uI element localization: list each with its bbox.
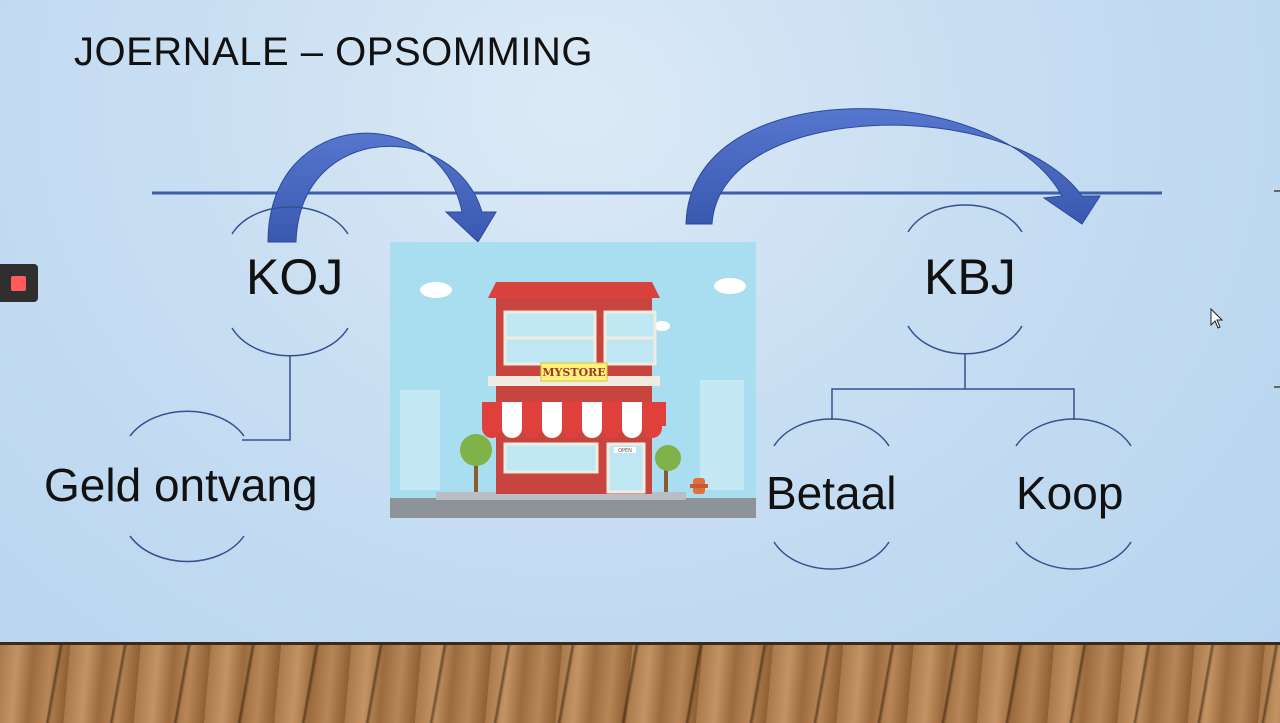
node-koj: KOJ (246, 249, 344, 305)
left-curved-arrow (267, 132, 497, 243)
store-awning (482, 402, 666, 438)
store-door-sign: OPEN (618, 448, 632, 454)
mouse-pointer-icon (1210, 307, 1224, 329)
slide-title: JOERNALE – OPSOMMING (74, 30, 593, 74)
edge-marker (1274, 190, 1280, 192)
koj-brackets (231, 206, 349, 357)
node-koop: Koop (1016, 467, 1124, 519)
betaal-brackets (773, 418, 890, 570)
wood-floor (0, 642, 1280, 723)
geld-brackets (129, 410, 245, 563)
node-kbj: KBJ (924, 249, 1016, 305)
record-stop-icon (11, 276, 26, 291)
koop-brackets (1015, 418, 1132, 570)
edge-marker (1274, 386, 1280, 388)
store-illustration: MYSTORE (390, 242, 756, 518)
record-stop-button[interactable] (0, 264, 38, 302)
kbj-brackets (907, 204, 1023, 355)
node-geld-ontvang: Geld ontvang (44, 459, 318, 511)
right-curved-arrow (685, 108, 1101, 225)
koj-connector (242, 356, 291, 441)
node-betaal: Betaal (766, 467, 897, 519)
kbj-connector (831, 354, 1075, 420)
store-sign-text: MYSTORE (542, 366, 605, 379)
